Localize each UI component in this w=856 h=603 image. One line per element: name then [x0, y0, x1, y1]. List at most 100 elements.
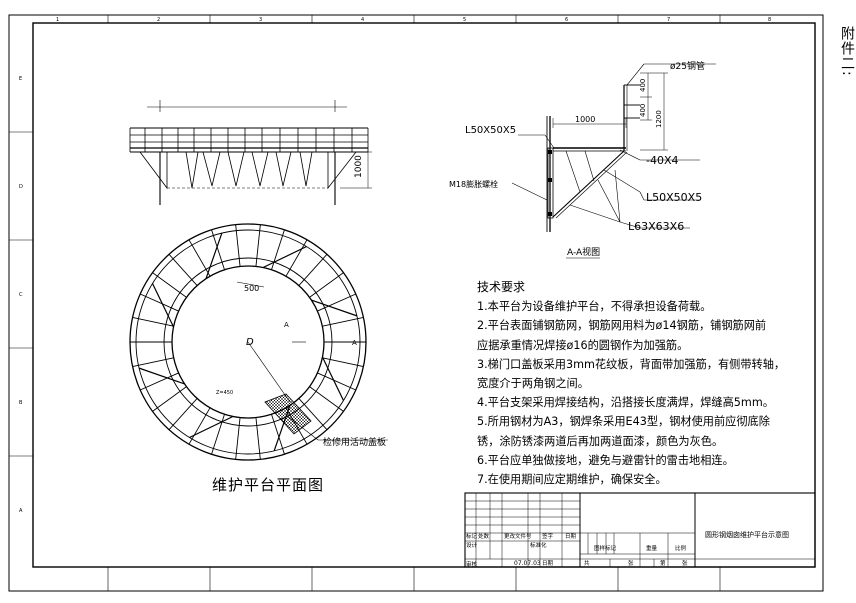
tech-heading: 技术要求: [477, 280, 526, 294]
plan-bracket: [262, 245, 307, 269]
tb-scale: 比例: [675, 546, 687, 552]
detail-view-title: A-A视图: [567, 246, 600, 258]
plan-bracket: [311, 299, 358, 317]
side-note-attachment: 附件二:: [839, 26, 855, 77]
tb-date-value: 07.07.03: [514, 560, 541, 567]
plan-rib: [309, 386, 344, 412]
plan-note-z450: Z=450: [216, 390, 233, 396]
technical-requirements: 技术要求 1.本平台为设备维护平台，不得承担设备荷载。 2.平台表面铺钢筋网，钢…: [477, 278, 797, 489]
label-angle-l63: L63X63X6: [628, 220, 684, 233]
grid-top-3: 3: [259, 17, 262, 23]
elevation-dim-1000: 1000: [354, 155, 364, 178]
label-pipe: ø25钢管: [670, 60, 705, 72]
tb-mark: 标记: [466, 534, 478, 540]
plan-rib: [132, 317, 174, 327]
tech-line: 应据承重情况焊接ø16的圆钢作为加强筋。: [477, 338, 689, 352]
plan-view: [129, 223, 388, 461]
label-angle-l50-bottom: L50X50X5: [646, 191, 702, 204]
plan-rib: [140, 293, 179, 312]
grid-left-b: B: [19, 400, 23, 406]
plan-rib: [235, 417, 241, 460]
tb-count: 处数: [478, 534, 490, 540]
plan-rib: [188, 407, 211, 445]
plan-rib: [322, 317, 364, 327]
plan-rib: [152, 386, 187, 412]
plan-rib: [285, 239, 308, 277]
grid-left-e: E: [19, 76, 22, 82]
tb-drawing-mark: 图样标记: [594, 546, 617, 552]
tb-sheets: 张: [628, 561, 634, 567]
drawing-name: 圆形钢烟囱维护平台示意图: [705, 531, 789, 539]
plan-rib: [298, 398, 328, 430]
grid-top-1: 1: [56, 17, 59, 23]
title-block-lines: [464, 492, 816, 568]
tb-date: 日期: [565, 534, 577, 540]
grid-top-7: 7: [667, 17, 670, 23]
tech-line: 6.平台应单独做接地，避免与避雷针的雷击地相连。: [477, 453, 734, 467]
label-angle-l50-top: L50X50X5: [465, 125, 516, 136]
dim-400b: 400: [639, 104, 647, 117]
detail-view: [511, 63, 716, 259]
plan-rib: [271, 414, 285, 455]
plan-rib: [322, 357, 364, 367]
tech-line: 锈，涂防锈漆两道后再加两道面漆，颜色为灰色。: [477, 434, 724, 448]
plan-rib: [235, 224, 241, 267]
dim-400a: 400: [639, 79, 647, 92]
tech-line: 3.梯门口盖板采用3mm花纹板，背面带加强筋，有侧带转轴，: [477, 357, 786, 371]
tb-sign: 签字: [542, 534, 554, 540]
plan-rib: [309, 272, 344, 298]
dim-1000-detail: 1000: [575, 115, 595, 124]
plan-rib: [132, 357, 174, 367]
label-plate: -40X4: [646, 154, 679, 167]
grid-top-2: 2: [157, 17, 160, 23]
plan-view-title: 维护平台平面图: [212, 476, 325, 494]
access-cover-hatch: [264, 393, 312, 435]
grid-left-a: A: [19, 508, 23, 514]
plan-rib: [317, 372, 356, 391]
tech-line: 2.平台表面铺钢筋网，钢筋网用料为ø14钢筋，铺钢筋网前: [477, 319, 767, 333]
plan-rib: [168, 398, 198, 430]
plan-dim-500: 500: [244, 284, 259, 293]
dim-1200: 1200: [655, 110, 663, 128]
grid-top-6: 6: [565, 17, 568, 23]
grid-left-c: C: [19, 292, 23, 298]
plan-bracket: [151, 283, 175, 328]
tb-review: 审核: [466, 562, 478, 568]
section-mark-a-right: A: [352, 339, 357, 347]
plan-rib: [317, 293, 356, 312]
grid-top-5: 5: [463, 17, 466, 23]
grid-left-d: D: [19, 184, 23, 190]
elevation-view: [129, 100, 372, 205]
plan-rib: [255, 224, 261, 267]
tb-design: 设计: [466, 543, 478, 549]
tech-line: 宽度介于两角钢之间。: [477, 377, 589, 391]
tech-line: 1.本平台为设备维护平台，不得承担设备荷载。: [477, 300, 712, 314]
access-cover-label: 检修用活动盖板: [323, 436, 386, 448]
section-mark-a-left: A: [284, 321, 289, 329]
tb-number: 第: [660, 561, 666, 567]
plan-rib: [188, 239, 211, 277]
plan-diameter-label: D: [246, 337, 254, 348]
plan-rib: [168, 254, 198, 286]
tb-change-doc: 更改文件号: [504, 534, 532, 540]
label-bolt: M18膨胀螺栓: [449, 179, 498, 189]
outer-frame: [8, 14, 824, 592]
tb-standard: 标准化: [530, 543, 547, 549]
plan-rib: [298, 254, 328, 286]
plan-bracket: [205, 232, 223, 279]
tb-total: 共: [584, 561, 590, 567]
plan-rib: [211, 229, 225, 270]
plan-rib: [152, 272, 187, 298]
inner-frame: [32, 22, 816, 568]
tech-line: 5.所用钢材为A3，钢焊条采用E43型，钢材使用前应彻底除: [477, 415, 770, 429]
tb-sheet: 张: [682, 561, 688, 567]
grid-references: [9, 15, 721, 591]
plan-bracket: [138, 367, 185, 385]
tb-weight: 重量: [646, 546, 658, 552]
plan-rib: [140, 372, 179, 391]
tech-line: 7.在使用期间应定期维护，确保安全。: [477, 473, 667, 487]
plan-rib: [255, 417, 261, 460]
plan-bracket: [321, 356, 345, 401]
tech-line: 4.平台支架采用焊接结构，沿搭接长度满焊，焊缝高5mm。: [477, 396, 774, 410]
